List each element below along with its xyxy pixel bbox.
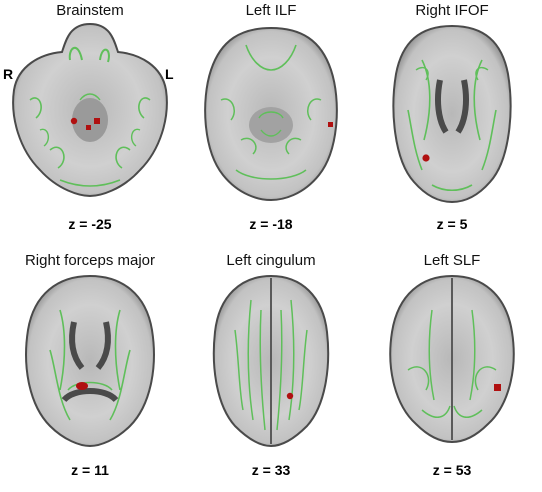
cluster-marker (76, 382, 88, 390)
cluster-marker (422, 154, 430, 162)
brain-slice-image (389, 274, 515, 444)
panel-right-ifof: Right IFOF z = 5 (362, 0, 542, 242)
panel-brainstem: Brainstem R L z = -25 (0, 0, 180, 242)
cluster-marker (286, 392, 294, 400)
panel-title: Right forceps major (24, 252, 156, 269)
panel-left-cingulum: Left cingulum z = 33 (181, 250, 361, 492)
z-coordinate-label: z = 11 (71, 462, 109, 478)
panel-title: Left cingulum (226, 252, 316, 269)
brain-slice-image (212, 274, 330, 448)
cluster-marker (494, 384, 501, 391)
orientation-left-marker: L (165, 66, 174, 82)
cluster-marker (328, 122, 333, 127)
panel-title: Right IFOF (415, 2, 489, 19)
panel-left-ilf: Left ILF z = -18 (181, 0, 361, 242)
z-coordinate-label: z = 33 (251, 462, 291, 478)
brain-slice-image (392, 24, 512, 204)
cluster-marker (70, 117, 78, 125)
cluster-marker (86, 125, 91, 130)
orientation-right-marker: R (3, 66, 14, 82)
panel-title: Brainstem (56, 2, 124, 19)
panel-left-slf: Left SLF z = 53 (362, 250, 542, 492)
brain-slice-image (12, 22, 168, 198)
z-coordinate-label: z = -18 (249, 216, 293, 232)
z-coordinate-label: z = 53 (432, 462, 472, 478)
panel-title: Left ILF (245, 2, 297, 19)
brain-slice-image (204, 26, 338, 202)
cluster-marker (94, 118, 100, 124)
z-coordinate-label: z = 5 (436, 216, 468, 232)
panel-title: Left SLF (423, 252, 481, 269)
panel-right-forceps-major: Right forceps major z = 11 (0, 250, 180, 492)
brain-slice-image (25, 274, 155, 448)
z-coordinate-label: z = -25 (68, 216, 112, 232)
